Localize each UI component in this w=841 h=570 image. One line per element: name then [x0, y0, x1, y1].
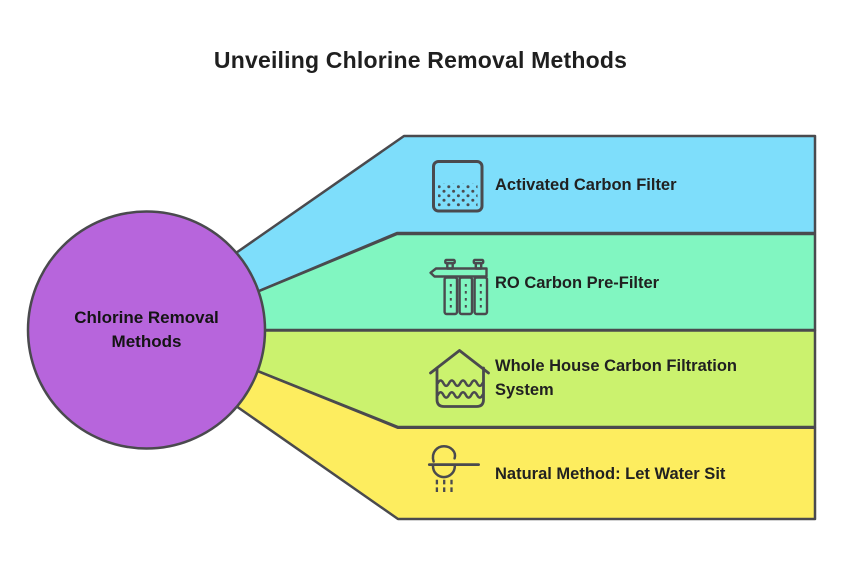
- band-label-whole-house-filtration: Whole House Carbon Filtration System: [495, 356, 737, 399]
- band-label-activated-carbon-filter: Activated Carbon Filter: [495, 176, 677, 194]
- page-title: Unveiling Chlorine Removal Methods: [213, 47, 628, 73]
- center-label-line-1: Chlorine Removal: [74, 308, 219, 327]
- whole-house-filtration-icon: [429, 349, 490, 408]
- band-label-natural-method: Natural Method: Let Water Sit: [495, 464, 726, 483]
- ro-carbon-pre-filter-icon: [429, 258, 489, 316]
- activated-carbon-filter-icon: [432, 160, 484, 213]
- band-label-ro-carbon-pre-filter: RO Carbon Pre-Filter: [495, 273, 660, 292]
- center-circle-label: Chlorine Removal Methods: [36, 306, 257, 354]
- water-sit-shower-icon: [427, 445, 480, 495]
- center-label-line-2: Methods: [111, 332, 182, 351]
- center-circle: [26, 210, 267, 450]
